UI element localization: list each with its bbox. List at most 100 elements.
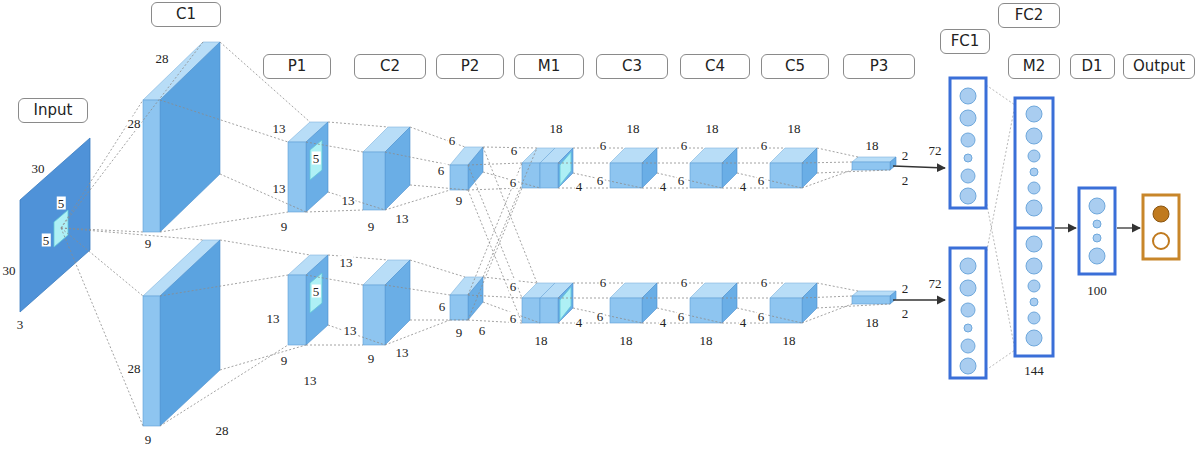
projection-line	[385, 320, 450, 345]
dimension-label: 4	[575, 316, 584, 329]
neuron	[960, 110, 976, 126]
feature-map-block	[610, 148, 657, 188]
feature-map-block	[852, 157, 896, 170]
dimension-label: 6	[510, 144, 519, 157]
block-front	[690, 298, 722, 323]
block-side	[468, 277, 483, 320]
block-front	[450, 295, 468, 320]
projection-line	[306, 210, 363, 212]
layer-tag: P2	[436, 54, 504, 79]
layer-tag: M1	[514, 54, 584, 79]
neuron	[1026, 236, 1042, 252]
projection-line	[483, 172, 540, 188]
merge-divider	[1015, 227, 1053, 230]
projection-line	[817, 148, 858, 157]
projection-line	[573, 173, 642, 188]
projection-line	[802, 296, 852, 298]
block-front	[852, 162, 890, 170]
block-front	[610, 298, 642, 323]
layer-tag: C4	[680, 54, 750, 79]
layer-tag: C3	[596, 54, 668, 79]
block-front	[770, 163, 802, 188]
dimension-label: 18	[549, 122, 564, 135]
layer-tag: Input	[18, 98, 88, 123]
layer-name: P3	[870, 57, 889, 75]
dimension-label: 6	[760, 139, 769, 152]
dimension-label: 6	[757, 174, 766, 187]
projection-line	[802, 170, 852, 188]
dimension-label: 2	[901, 149, 910, 162]
neuron	[1028, 280, 1040, 292]
dimension-label: 6	[680, 139, 689, 152]
dimension-label: 6	[437, 164, 446, 177]
dimension-label: 18	[626, 122, 641, 135]
neuron	[960, 88, 976, 104]
dimension-label: 18	[865, 316, 880, 329]
projection-line	[817, 304, 890, 308]
layer-name: FC2	[1015, 6, 1044, 24]
dimension-label: 13	[303, 374, 318, 387]
cross-link-line	[468, 190, 522, 323]
dimension-label: 13	[341, 194, 356, 207]
block-side	[642, 148, 657, 188]
dimension-label: 6	[677, 310, 686, 323]
dimension-label: 9	[144, 237, 153, 250]
illustration-part	[893, 78, 1179, 378]
layer-tag: P3	[843, 54, 915, 79]
dimension-label: 13	[266, 312, 281, 325]
block-front	[450, 165, 468, 190]
block-front	[143, 296, 160, 426]
dimension-label: 18	[534, 334, 549, 347]
projection-line	[306, 345, 363, 346]
block-top	[852, 157, 896, 162]
feature-map-block	[143, 42, 220, 232]
layer-tag: P1	[263, 54, 331, 79]
layer-name: C3	[622, 57, 642, 75]
feature-map-block	[540, 283, 573, 323]
neuron	[1030, 298, 1038, 306]
dimension-label: 9	[280, 354, 289, 367]
feature-map-block	[363, 260, 410, 345]
projection-line	[573, 308, 642, 323]
block-front	[540, 298, 558, 323]
flow-arrow	[893, 166, 945, 168]
block-side	[558, 148, 573, 188]
projection-line	[160, 100, 288, 142]
projection-line	[722, 163, 770, 164]
dimension-label: 4	[575, 180, 584, 193]
flow-arrow	[893, 299, 945, 300]
layer-tag: C5	[761, 54, 829, 79]
dimension-label: 6	[448, 134, 457, 147]
projection-line	[328, 192, 385, 210]
feature-map-block	[450, 147, 483, 190]
projection-line	[558, 323, 610, 324]
projection-line	[385, 190, 450, 210]
block-top	[852, 291, 896, 296]
layer-tag: FC1	[940, 29, 990, 54]
projection-line	[306, 142, 363, 152]
dense-link	[986, 105, 1015, 255]
dimension-label: 9	[455, 326, 464, 339]
layer-tag: C1	[151, 2, 221, 27]
block-side	[802, 283, 817, 323]
dimension-label: 30	[2, 264, 17, 277]
dimension-label: 6	[677, 174, 686, 187]
dimension-label: 144	[1023, 364, 1045, 377]
layer-name: C4	[705, 57, 725, 75]
dimension-label: 6	[509, 280, 518, 293]
illustration-part	[20, 42, 896, 426]
projection-line	[61, 228, 143, 296]
block-side	[642, 283, 657, 323]
dropout-layer-box	[1079, 188, 1115, 274]
neuron	[960, 280, 976, 296]
projection-line	[328, 122, 388, 127]
dimension-label: 13	[272, 182, 287, 195]
neuron	[1030, 168, 1038, 176]
dimension-label: 6	[757, 310, 766, 323]
block-front	[540, 163, 558, 188]
output-layer-box	[1143, 195, 1179, 259]
flow-arrow	[1117, 227, 1140, 228]
feature-map-block	[143, 240, 220, 426]
layer-name: FC1	[951, 32, 980, 50]
projection-line	[558, 298, 610, 299]
